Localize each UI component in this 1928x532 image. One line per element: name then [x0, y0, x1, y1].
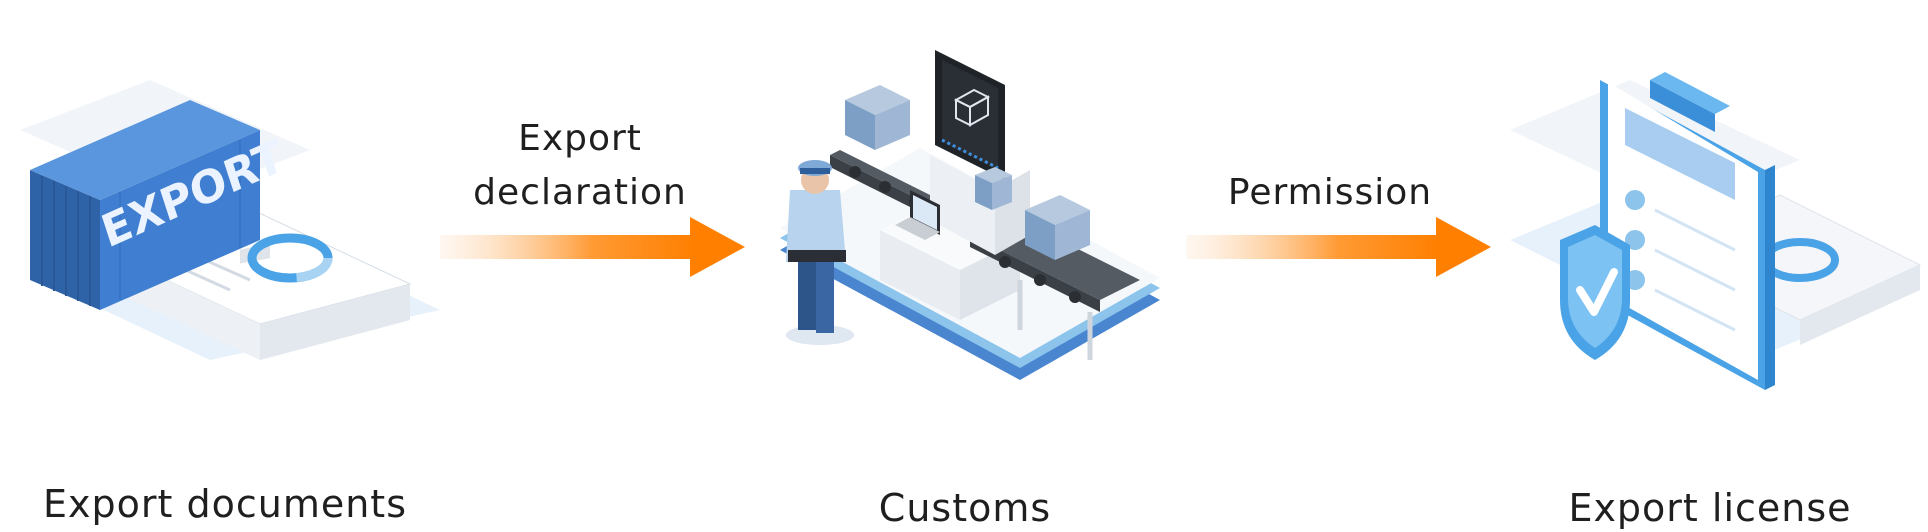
arrow-right-icon	[1186, 215, 1496, 279]
stage-label-export-documents: Export documents	[40, 482, 410, 526]
clipboard-shield-license-icon	[1500, 50, 1928, 420]
arrow-label-line1: Permission	[1210, 166, 1450, 220]
stage-label-export-license: Export license	[1560, 486, 1860, 530]
shipping-container-export-icon: EXPORT	[10, 40, 450, 410]
arrow-label-permission: Permission	[1210, 166, 1450, 220]
arrow-label-line2: declaration	[470, 166, 690, 220]
stage-label-customs: Customs	[860, 486, 1070, 530]
customs-inspection-icon	[760, 40, 1180, 420]
arrow-label-line1: Export	[470, 112, 690, 166]
arrow-right-icon	[440, 215, 750, 279]
arrow-label-export-declaration: Export declaration	[470, 112, 690, 220]
